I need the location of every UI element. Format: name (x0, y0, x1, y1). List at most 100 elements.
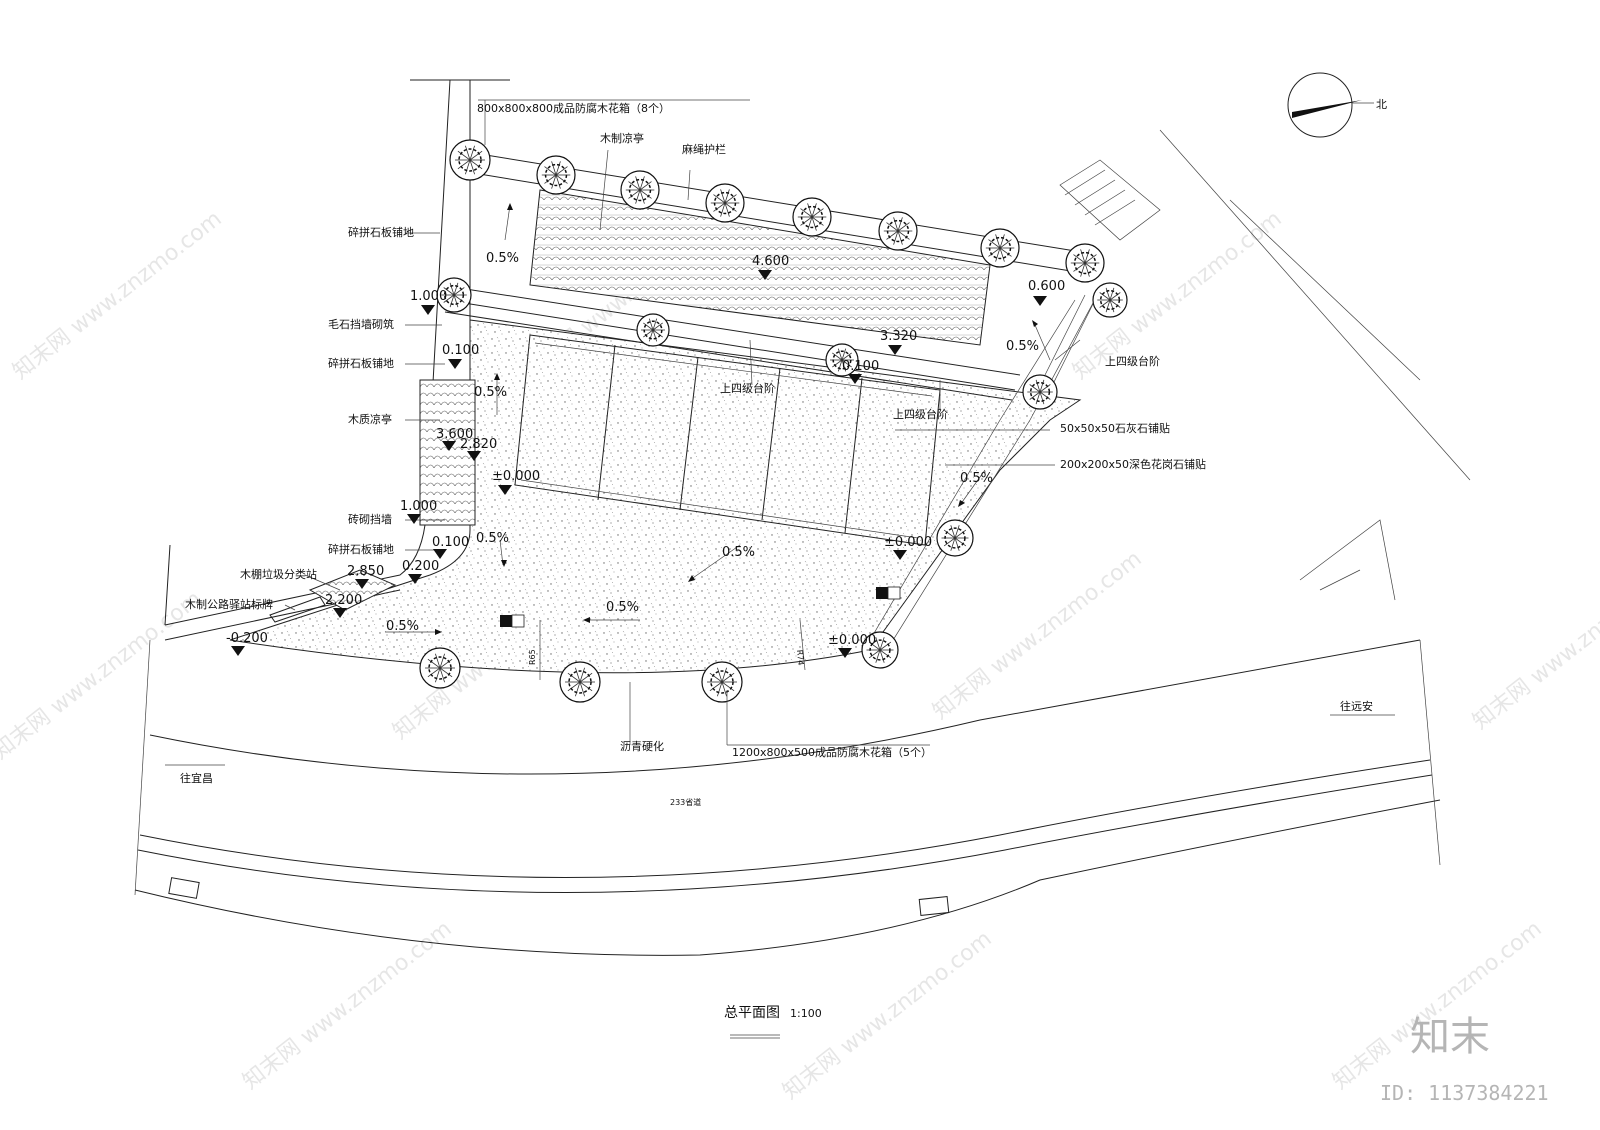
shrub-leaf (439, 658, 453, 669)
plaza-paving (229, 319, 1082, 674)
west-pavilion-roof (419, 379, 476, 526)
shrub-leaf (643, 329, 654, 338)
shrub-leaf (893, 217, 899, 232)
shrub-ring (1073, 251, 1097, 275)
shrub-leaf (811, 203, 817, 218)
shrub-leaf (579, 672, 593, 683)
shrub-ring (886, 219, 910, 243)
label-brick-wall: 砖砌挡墙 (348, 512, 392, 526)
shrub-leaf (1084, 254, 1097, 264)
shrub-ring (800, 205, 824, 229)
shrub-leaf (1080, 249, 1086, 264)
shrub-leaf (868, 649, 881, 659)
slope-value: 0.5% (474, 385, 507, 400)
watermark-text: 知末网 www.znzmo.com (1328, 917, 1546, 1095)
shrub-leaf (954, 525, 960, 539)
shrub-leaf (652, 318, 658, 331)
shrub-ring (643, 320, 663, 340)
shrub-leaf (648, 318, 654, 331)
label-steps: 上四级台阶 (720, 381, 775, 395)
shrub-leaf (555, 174, 568, 184)
shrub-ring (628, 178, 652, 202)
watermark-text: 知末网 www.znzmo.com (238, 917, 456, 1095)
shrub-leaf (457, 159, 471, 170)
shrub-leaf (1039, 391, 1051, 400)
shrub-leaf (453, 294, 459, 308)
shrub-leaf (886, 222, 899, 232)
shrub-leaf (868, 641, 881, 651)
watermark-text: 知末网 www.znzmo.com (0, 587, 207, 765)
shrub-leaf (999, 234, 1005, 249)
label-road: 233省道 (670, 797, 701, 807)
shrub-leaf (457, 150, 471, 161)
shrub-leaf (435, 653, 441, 669)
label-wood-pavilion: 木质凉亭 (348, 412, 392, 426)
elevation-triangle-icon (893, 550, 907, 560)
shrub-leaf (897, 230, 903, 245)
shrub-ring (428, 656, 452, 680)
shrub-leaf (724, 202, 730, 217)
bin-marker (887, 586, 901, 600)
slope-value: 0.5% (722, 545, 755, 560)
shrub-leaf (427, 667, 441, 678)
label-crazy-paving: 碎拼石板铺地 (328, 356, 394, 370)
label-crazy-paving: 碎拼石板铺地 (328, 542, 394, 556)
shrub-leaf (427, 658, 441, 669)
shrub-leaf (995, 234, 1001, 249)
elevation-triangle-icon (888, 345, 902, 355)
shrub-leaf (837, 359, 843, 372)
elevation-value: 1.000 (410, 289, 447, 304)
elevation-triangle-icon (433, 549, 447, 559)
shrub-leaf (879, 641, 892, 651)
shrub-leaf (954, 537, 967, 547)
shrub-leaf (713, 202, 726, 212)
pavilion-roof (529, 189, 991, 346)
shrub-leaf (449, 282, 455, 296)
shrub-leaf (469, 145, 475, 161)
radius-dim: R65 (528, 649, 537, 665)
shrub-leaf (1039, 391, 1045, 405)
shrub-leaf (1073, 254, 1086, 264)
shrub-leaf (811, 216, 817, 231)
shrub-leaf (567, 681, 581, 692)
slope-value: 0.5% (606, 600, 639, 615)
shrub-leaf (579, 681, 593, 692)
shrub-leaf (628, 181, 641, 191)
shrub-leaf (1105, 299, 1111, 313)
shrub-leaf (1029, 391, 1041, 400)
watermark-text: 知末网 www.znzmo.com (8, 207, 226, 385)
shrub-leaf (643, 322, 654, 331)
shrub-leaf (469, 159, 483, 170)
shrub-leaf (1084, 262, 1097, 272)
title-scale: 1:100 (790, 1007, 822, 1020)
bin-marker (511, 614, 525, 628)
shrub-leaf (811, 208, 824, 218)
shrub-leaf (639, 181, 652, 191)
shrub-leaf (724, 189, 730, 204)
shrub-leaf (579, 667, 585, 683)
label-asphalt: 沥青硬化 (620, 739, 664, 753)
shrub-leaf (567, 672, 581, 683)
elevation-value: 2.850 (347, 564, 384, 579)
elevation-value: ±0.000 (828, 633, 876, 648)
shrub-leaf (1039, 379, 1045, 393)
elevation-triangle-icon (408, 574, 422, 584)
shrub-leaf (841, 359, 852, 368)
shrub-leaf (1073, 262, 1086, 272)
shrub-leaf (1105, 287, 1111, 301)
shrub-leaf (453, 282, 459, 296)
shrub-leaf (551, 161, 557, 176)
label-waste-station: 木棚垃圾分类站 (240, 567, 317, 581)
shrub-ring (1099, 289, 1121, 311)
label-limestone: 50x50x50石灰石铺贴 (1060, 421, 1170, 435)
shrub-leaf (800, 208, 813, 218)
shrub-leaf (875, 649, 881, 663)
elevation-triangle-icon (758, 270, 772, 280)
shrub-leaf (724, 202, 737, 212)
shrub-leaf (943, 529, 956, 539)
shrub-leaf (841, 359, 847, 372)
shrub-leaf (950, 525, 956, 539)
shrub-ring (1029, 381, 1051, 403)
elevation-value: 4.600 (752, 254, 789, 269)
label-crazy-paving: 碎拼石板铺地 (348, 225, 414, 239)
